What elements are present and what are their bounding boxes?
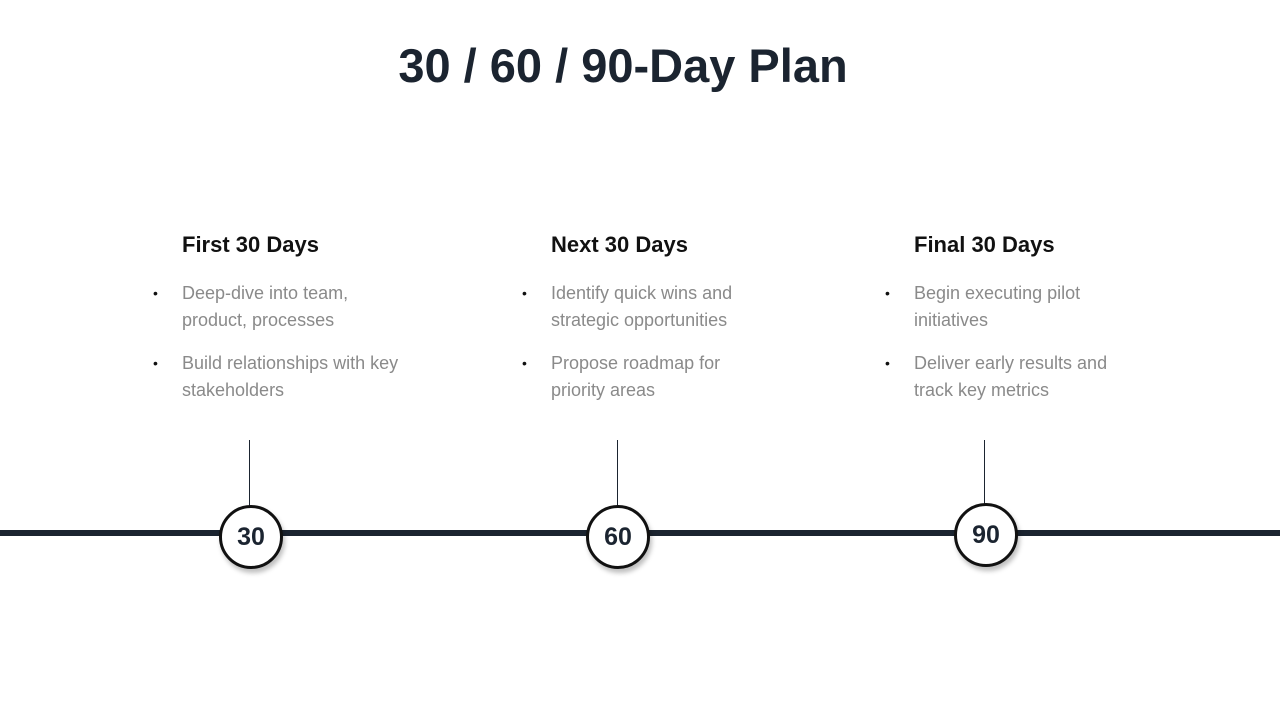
list-item: •Deliver early results and track key met… [885,350,1134,404]
connector-line [984,440,985,504]
bullet-list: •Identify quick wins and strategic oppor… [522,280,822,404]
connector-line [249,440,250,506]
milestone-marker-90: 90 [954,503,1018,567]
bullet-icon: • [153,355,158,371]
phase-column-2: Next 30 Days •Identify quick wins and st… [522,230,822,420]
milestone-marker-60: 60 [586,505,650,569]
list-item: •Propose roadmap for priority areas [522,350,771,404]
list-item: •Deep-dive into team, product, processes [153,280,402,334]
phase-heading: Final 30 Days [914,232,1055,257]
page-title: 30 / 60 / 90-Day Plan [398,39,848,92]
phase-heading: Next 30 Days [551,232,688,257]
milestone-marker-30: 30 [219,505,283,569]
phase-heading: First 30 Days [182,232,319,257]
bullet-icon: • [522,355,527,371]
list-item: •Identify quick wins and strategic oppor… [522,280,771,334]
bullet-icon: • [885,355,890,371]
list-item: •Begin executing pilot initiatives [885,280,1134,334]
bullet-list: •Deep-dive into team, product, processes… [153,280,453,404]
phase-column-1: First 30 Days •Deep-dive into team, prod… [153,230,453,420]
bullet-icon: • [522,285,527,301]
bullet-icon: • [885,285,890,301]
phase-column-3: Final 30 Days •Begin executing pilot ini… [885,230,1185,420]
bullet-list: •Begin executing pilot initiatives •Deli… [885,280,1185,404]
connector-line [617,440,618,506]
bullet-icon: • [153,285,158,301]
list-item: •Build relationships with key stakeholde… [153,350,402,404]
